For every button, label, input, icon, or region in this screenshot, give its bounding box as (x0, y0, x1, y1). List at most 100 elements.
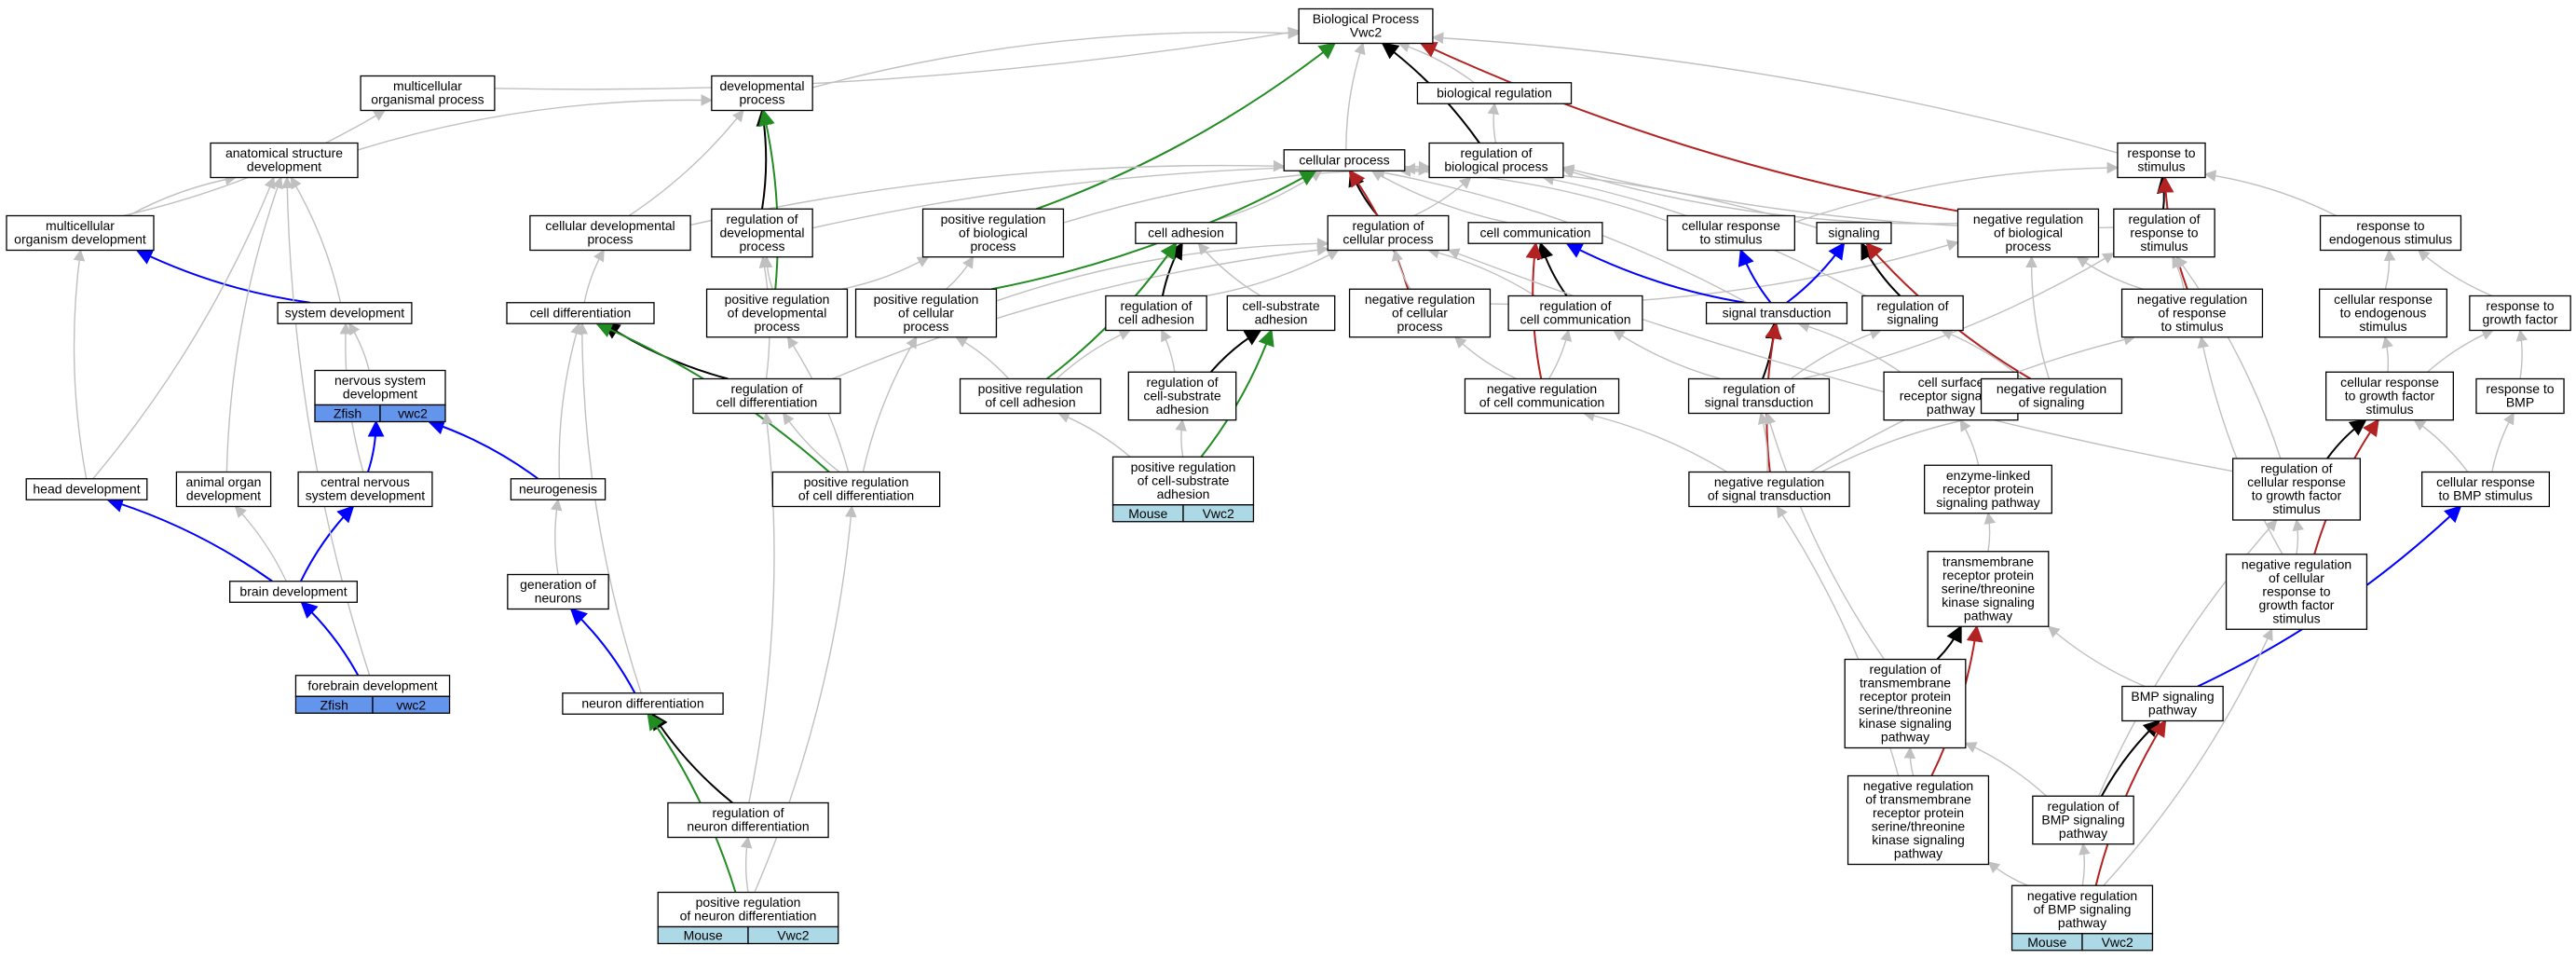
edge-is-a (1790, 328, 1882, 380)
node-box (921, 208, 1065, 258)
go-term-brain-development[interactable]: brain development (228, 581, 358, 603)
edge-part-of (1786, 241, 1846, 304)
node-label-line: central nervous (320, 474, 410, 489)
go-term-cell-communication[interactable]: cell communication (1467, 222, 1603, 244)
node-label-line: process (903, 319, 948, 334)
node-box (1298, 7, 1434, 45)
go-term-neurogenesis[interactable]: neurogenesis (510, 478, 607, 500)
edge-is-a (1490, 240, 1959, 306)
node-label-line: cellular developmental (545, 218, 675, 233)
edge-is-a (1056, 329, 1132, 380)
node-label-line: process (1397, 319, 1442, 334)
go-term-signal-transduction[interactable]: signal transduction (1705, 302, 1848, 324)
edge-is-a (73, 249, 88, 479)
edge-part-of (427, 418, 539, 480)
gene-tag: Vwc2 (2102, 935, 2133, 950)
node-label-line: Vwc2 (1350, 25, 1382, 40)
edge-is-a (1391, 249, 1411, 290)
species-tag: Mouse (1128, 506, 1167, 521)
node-box (1980, 377, 2123, 415)
go-term-biological-regulation[interactable]: biological regulation (1416, 82, 1573, 104)
node-label-line: positive regulation (874, 292, 979, 307)
edge-is-a (357, 94, 714, 151)
node-box (711, 208, 813, 258)
edge-is-a (1903, 746, 1916, 776)
node-box (1428, 142, 1564, 179)
edge-is-a (494, 26, 1301, 90)
go-term-neuron-differentiation[interactable]: neuron differentiation (562, 692, 724, 715)
node-label-line: to endogenous (2340, 305, 2427, 320)
go-term-cell-adhesion[interactable]: cell adhesion (1135, 222, 1237, 244)
node-box (1923, 464, 2052, 514)
go-term-cellular-process[interactable]: cellular process (1283, 149, 1406, 171)
node-box (1283, 149, 1406, 171)
node-label-line: negative regulation (1997, 381, 2106, 396)
node-label-line: development (247, 159, 321, 174)
node-label-line: positive regulation (941, 212, 1046, 226)
go-term-cell-differentiation[interactable]: cell differentiation (506, 302, 655, 324)
node-label-line: serine/threonine (1872, 819, 1966, 834)
node-box (2113, 208, 2215, 258)
node-label-line: of cell adhesion (985, 395, 1075, 410)
go-term-system-development[interactable]: system development (277, 302, 413, 324)
node-box (1861, 294, 1964, 332)
go-term-signaling[interactable]: signaling (1816, 222, 1892, 244)
node-label-line: pathway (2058, 915, 2106, 930)
edge-is-a (1447, 248, 2233, 472)
go-term-head-development[interactable]: head development (25, 478, 148, 500)
